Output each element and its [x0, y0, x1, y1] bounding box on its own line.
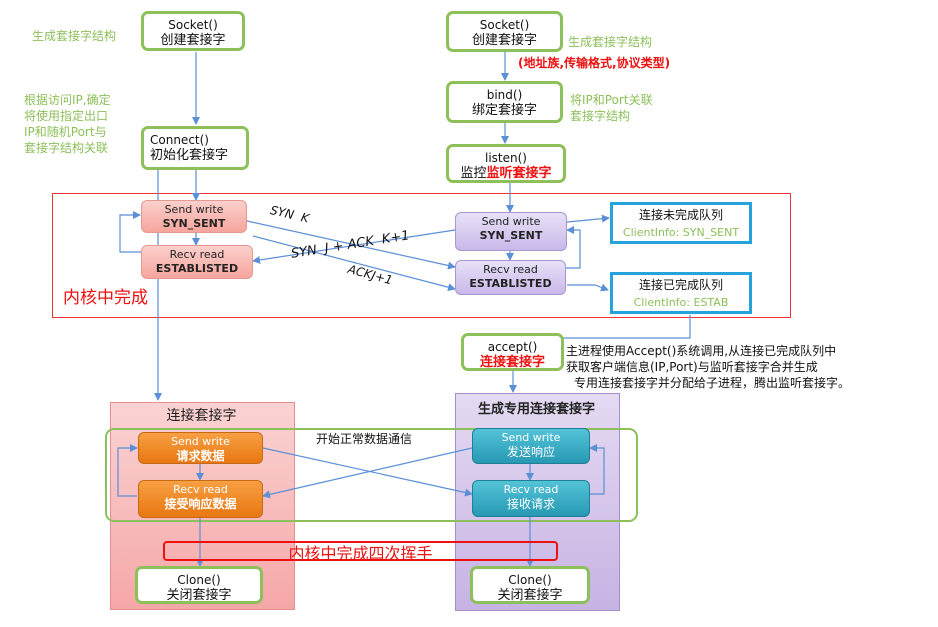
queue-complete-info: ClientInfo: ESTAB [633, 296, 729, 309]
client-send-request-node: Send write 请求数据 [138, 432, 263, 464]
server-recv-read-title: Recv read [483, 263, 538, 276]
client-recv-read-title: Recv read [169, 248, 225, 261]
queue-incomplete-info: ClientInfo: SYN_SENT [622, 226, 740, 239]
kernel-region [52, 193, 791, 318]
accept-note-line: 获取客户端信息(IP,Port)与监听套接字合并生成 [566, 360, 818, 374]
server-bind-desc: 绑定套接字 [471, 103, 537, 118]
server-socket-box: Socket() 创建套接字 [446, 11, 563, 52]
server-send-response-desc: 发送响应 [506, 445, 555, 459]
accept-note-line: 主进程使用Accept()系统调用,从连接已完成队列中 [566, 344, 837, 358]
client-socket-title: Socket() [168, 18, 218, 32]
server-recv-request-desc: 接收请求 [506, 497, 555, 511]
server-recv-read-node: Recv read ESTABLISTED [455, 260, 566, 295]
client-send-write-state: SYN_SENT [162, 217, 226, 230]
client-connect-desc: 初始化套接字 [150, 148, 229, 163]
server-accept-title: accept() [487, 340, 538, 354]
server-recv-read-state: ESTABLISTED [469, 277, 552, 290]
server-send-write-node: Send write SYN_SENT [455, 212, 567, 251]
client-send-write-title: Send write [164, 203, 224, 216]
accept-note-line: 专用连接套接字并分配给子进程，腾出监听套接字。 [574, 376, 851, 390]
client-recv-response-desc: 接受响应数据 [164, 497, 237, 511]
client-connect-box: Connect() 初始化套接字 [141, 126, 249, 170]
client-connect-note-line: 将使用指定出口 [24, 109, 109, 123]
server-listen-title: listen() [485, 151, 527, 165]
client-socket-desc: 创建套接字 [160, 33, 226, 48]
four-wave-box [163, 541, 558, 561]
server-listen-desc-red: 监听套接字 [486, 166, 552, 181]
client-connect-note: 根据访问IP,确定 将使用指定出口 IP和随机Port与 套接字结构关联 [24, 92, 111, 156]
client-send-write-node: Send write SYN_SENT [141, 200, 247, 233]
server-recv-request-title: Recv read [503, 483, 559, 496]
queue-complete-title: 连接已完成队列 [638, 278, 723, 292]
client-connect-note-line: 套接字结构关联 [24, 141, 109, 155]
client-clone-box: Clone() 关闭套接字 [135, 566, 263, 604]
client-send-request-desc: 请求数据 [176, 449, 225, 463]
server-listen-box: listen() 监控监听套接字 [446, 144, 566, 183]
server-clone-desc: 关闭套接字 [497, 588, 563, 603]
client-recv-read-state: ESTABLISTED [155, 262, 239, 275]
client-recv-read-node: Recv read ESTABLISTED [141, 245, 253, 279]
kernel-label: 内核中完成 [63, 288, 148, 308]
server-recv-request-node: Recv read 接收请求 [472, 480, 590, 517]
client-connect-note-line: 根据访问IP,确定 [24, 93, 111, 107]
client-clone-desc: 关闭套接字 [166, 588, 232, 603]
server-bind-note-line: 将IP和Port关联 [570, 93, 653, 107]
server-bind-note-line: 套接字结构 [570, 109, 631, 123]
client-connect-note-line: IP和随机Port与 [24, 125, 107, 139]
client-socket-box: Socket() 创建套接字 [141, 11, 245, 51]
server-socket-note-red: (地址族,传输格式,协议类型) [518, 56, 671, 70]
server-bind-note: 将IP和Port关联 套接字结构 [570, 92, 653, 124]
server-bind-box: bind() 绑定套接字 [446, 81, 563, 123]
server-bind-title: bind() [486, 88, 523, 102]
four-wave-label: 内核中完成四次挥手 [288, 544, 433, 563]
server-socket-title: Socket() [479, 18, 530, 32]
server-accept-box: accept() 连接套接字 [461, 333, 564, 371]
server-connection-panel-title: 生成专用连接套接字 [477, 402, 595, 417]
server-socket-note: 生成套接字结构 [568, 35, 653, 49]
server-send-response-title: Send write [501, 431, 561, 444]
server-accept-desc: 连接套接字 [479, 355, 545, 370]
communication-frame [105, 428, 638, 522]
server-send-write-state: SYN_SENT [479, 229, 543, 242]
client-send-request-title: Send write [171, 435, 230, 448]
queue-complete-box: 连接已完成队列 ClientInfo: ESTAB [610, 272, 752, 314]
server-send-write-title: Send write [481, 215, 541, 228]
queue-incomplete-box: 连接未完成队列 ClientInfo: SYN_SENT [610, 202, 752, 244]
server-listen-desc: 监控 [460, 166, 487, 181]
client-clone-title: Clone() [177, 573, 221, 587]
server-clone-title: Clone() [508, 573, 552, 587]
server-send-response-node: Send write 发送响应 [472, 428, 590, 464]
server-socket-desc: 创建套接字 [471, 33, 537, 48]
client-connect-title: Connect() [150, 133, 209, 147]
queue-incomplete-title: 连接未完成队列 [638, 208, 723, 222]
client-recv-response-title: Recv read [173, 483, 228, 496]
start-communication-label: 开始正常数据通信 [316, 432, 413, 446]
client-connection-panel-title: 连接套接字 [166, 408, 237, 424]
accept-note: 主进程使用Accept()系统调用,从连接已完成队列中 获取客户端信息(IP,P… [566, 343, 850, 391]
client-recv-response-node: Recv read 接受响应数据 [138, 480, 263, 518]
client-socket-note: 生成套接字结构 [32, 29, 117, 43]
server-clone-box: Clone() 关闭套接字 [470, 566, 590, 604]
